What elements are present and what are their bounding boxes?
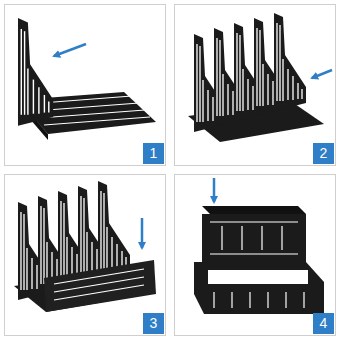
callout-number: 1 bbox=[143, 143, 164, 164]
step-three-figure bbox=[14, 181, 156, 312]
callout-number: 3 bbox=[143, 313, 164, 334]
callout-number: 2 bbox=[313, 143, 334, 164]
step-one-figure bbox=[18, 18, 156, 140]
step-two-figure bbox=[188, 13, 332, 142]
step-four-figure bbox=[194, 178, 324, 314]
callout-number: 4 bbox=[313, 313, 334, 334]
panel-frame bbox=[5, 5, 336, 336]
